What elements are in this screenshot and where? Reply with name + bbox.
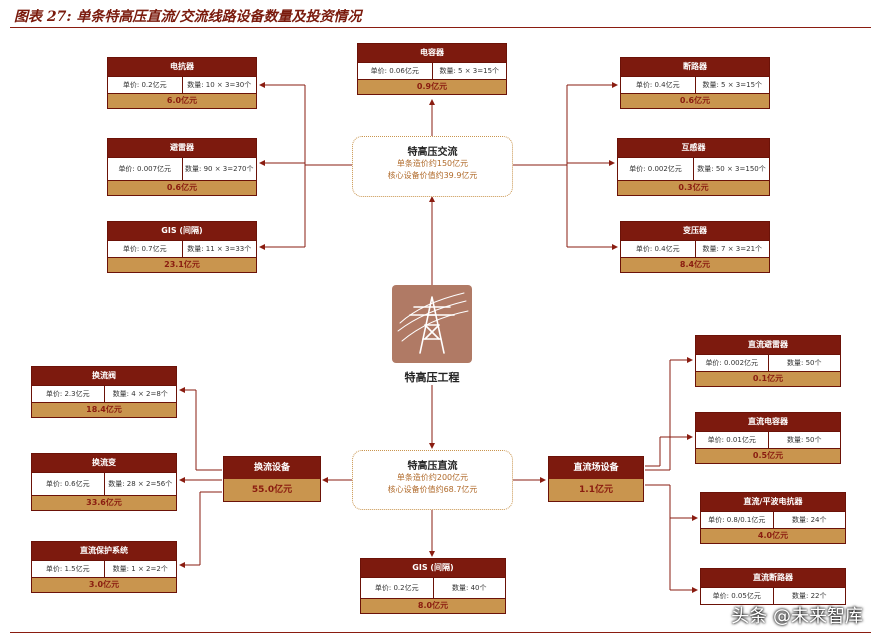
box-total: 0.3亿元 (618, 180, 769, 195)
bottom-rule (10, 632, 871, 633)
converter-equipment: 换流设备 55.0亿元 (223, 456, 321, 502)
box-total: 0.6亿元 (108, 180, 256, 195)
box-qty: 数量: 10 × 3=30个 (181, 77, 257, 93)
box-arrester: 避雷器 单价: 0.007亿元 数量: 90 × 3=270个 0.6亿元 (107, 138, 257, 196)
box-price: 单价: 0.4亿元 (635, 81, 680, 89)
ac-title: 特高压交流 (407, 147, 458, 158)
center-label: 特高压工程 (404, 371, 460, 384)
box-total: 18.4亿元 (32, 402, 176, 417)
box-name: GIS (间隔) (361, 559, 505, 577)
box-total: 23.1亿元 (108, 257, 256, 272)
box-qty: 数量: 50个 (767, 355, 841, 371)
ac-summary: 特高压交流 单条造价约150亿元 核心设备价值约39.9亿元 (352, 136, 513, 197)
box-dc-breaker: 直流断路器 单价: 0.05亿元 数量: 22个 (700, 568, 846, 605)
box-price: 单价: 0.01亿元 (707, 436, 756, 444)
box-price: 单价: 0.2亿元 (374, 584, 419, 592)
box-qty: 数量: 50 × 3=150个 (693, 158, 769, 180)
ac-core-value: 核心设备价值约39.9亿元 (387, 171, 478, 180)
box-price: 单价: 1.5亿元 (45, 565, 90, 573)
box-name: 换流阀 (32, 367, 176, 385)
box-name: GIS (间隔) (108, 222, 256, 240)
dc-summary: 特高压直流 单条造价约200亿元 核心设备价值约68.7亿元 (352, 450, 513, 510)
top-rule (10, 27, 871, 28)
box-price: 单价: 0.05亿元 (712, 592, 761, 600)
power-tower-icon (392, 285, 472, 363)
box-price: 单价: 0.4亿元 (635, 245, 680, 253)
box-qty: 数量: 11 × 3=33个 (181, 241, 257, 257)
box-name: 直流电容器 (696, 413, 840, 431)
box-qty: 数量: 24个 (772, 512, 846, 528)
box-total: 8.0亿元 (361, 598, 505, 613)
dc-field-equipment: 直流场设备 1.1亿元 (548, 456, 644, 502)
box-breaker: 断路器 单价: 0.4亿元 数量: 5 × 3=15个 0.6亿元 (620, 57, 770, 109)
box-qty: 数量: 90 × 3=270个 (181, 158, 257, 180)
box-dc-capacitor: 直流电容器 单价: 0.01亿元 数量: 50个 0.5亿元 (695, 412, 841, 464)
box-qty: 数量: 1 × 2=2个 (103, 561, 177, 577)
box-qty: 数量: 22个 (772, 588, 846, 604)
box-total: 0.6亿元 (621, 93, 769, 108)
box-reactor: 电抗器 单价: 0.2亿元 数量: 10 × 3=30个 6.0亿元 (107, 57, 257, 109)
ac-cost: 单条造价约150亿元 (396, 159, 469, 168)
box-name: 直流/平波电抗器 (701, 493, 845, 511)
box-qty: 数量: 28 × 2=56个 (103, 473, 177, 495)
box-price: 单价: 0.2亿元 (122, 81, 167, 89)
box-name: 直流避雷器 (696, 336, 840, 354)
box-converter-transformer: 换流变 单价: 0.6亿元 数量: 28 × 2=56个 33.6亿元 (31, 453, 177, 511)
box-insulator: 互感器 单价: 0.002亿元 数量: 50 × 3=150个 0.3亿元 (617, 138, 770, 196)
box-dc-protection: 直流保护系统 单价: 1.5亿元 数量: 1 × 2=2个 3.0亿元 (31, 541, 177, 593)
box-price: 单价: 0.002亿元 (705, 359, 759, 367)
box-price: 单价: 0.002亿元 (629, 165, 682, 173)
figure-title: 图表 27: 单条特高压直流/交流线路设备数量及投资情况 (14, 9, 362, 25)
box-price: 单价: 0.6亿元 (45, 480, 90, 488)
box-total: 0.1亿元 (696, 371, 840, 386)
box-capacitor: 电容器 单价: 0.06亿元 数量: 5 × 3=15个 0.9亿元 (357, 43, 507, 95)
converter-equipment-name: 换流设备 (224, 457, 320, 479)
box-price: 单价: 0.8/0.1亿元 (708, 516, 766, 524)
box-total: 3.0亿元 (32, 577, 176, 592)
dc-title: 特高压直流 (407, 461, 458, 472)
box-name: 电抗器 (108, 58, 256, 76)
box-price: 单价: 0.7亿元 (122, 245, 167, 253)
box-name: 换流变 (32, 454, 176, 472)
box-price: 单价: 0.007亿元 (118, 165, 172, 173)
dc-core-value: 核心设备价值约68.7亿元 (387, 485, 478, 494)
box-qty: 数量: 7 × 3=21个 (694, 241, 770, 257)
box-total: 8.4亿元 (621, 257, 769, 272)
converter-equipment-total: 55.0亿元 (224, 479, 320, 501)
box-qty: 数量: 40个 (432, 578, 506, 598)
box-name: 变压器 (621, 222, 769, 240)
dc-field-equipment-name: 直流场设备 (549, 457, 643, 479)
box-total: 4.0亿元 (701, 528, 845, 543)
box-name: 互感器 (618, 139, 769, 157)
watermark: 头条 @未来智库 (731, 606, 863, 627)
box-qty: 数量: 5 × 3=15个 (431, 63, 507, 79)
box-total: 33.6亿元 (32, 495, 176, 510)
box-price: 单价: 0.06亿元 (370, 67, 419, 75)
dc-field-equipment-total: 1.1亿元 (549, 479, 643, 501)
box-dc-reactor: 直流/平波电抗器 单价: 0.8/0.1亿元数量: 24个 4.0亿元 (700, 492, 846, 544)
box-name: 直流保护系统 (32, 542, 176, 560)
box-total: 0.5亿元 (696, 448, 840, 463)
box-dc-arrester: 直流避雷器 单价: 0.002亿元数量: 50个 0.1亿元 (695, 335, 841, 387)
dc-cost: 单条造价约200亿元 (396, 473, 469, 482)
box-total: 0.9亿元 (358, 79, 506, 94)
box-total: 6.0亿元 (108, 93, 256, 108)
box-name: 电容器 (358, 44, 506, 62)
box-transformer: 变压器 单价: 0.4亿元 数量: 7 × 3=21个 8.4亿元 (620, 221, 770, 273)
box-gis-dc: GIS (间隔) 单价: 0.2亿元 数量: 40个 8.0亿元 (360, 558, 506, 614)
box-name: 直流断路器 (701, 569, 845, 587)
box-qty: 数量: 5 × 3=15个 (694, 77, 770, 93)
box-gis-ac: GIS (间隔) 单价: 0.7亿元 数量: 11 × 3=33个 23.1亿元 (107, 221, 257, 273)
box-price: 单价: 2.3亿元 (45, 390, 90, 398)
box-qty: 数量: 4 × 2=8个 (103, 386, 177, 402)
box-name: 断路器 (621, 58, 769, 76)
box-name: 避雷器 (108, 139, 256, 157)
box-qty: 数量: 50个 (767, 432, 841, 448)
box-valve: 换流阀 单价: 2.3亿元 数量: 4 × 2=8个 18.4亿元 (31, 366, 177, 418)
